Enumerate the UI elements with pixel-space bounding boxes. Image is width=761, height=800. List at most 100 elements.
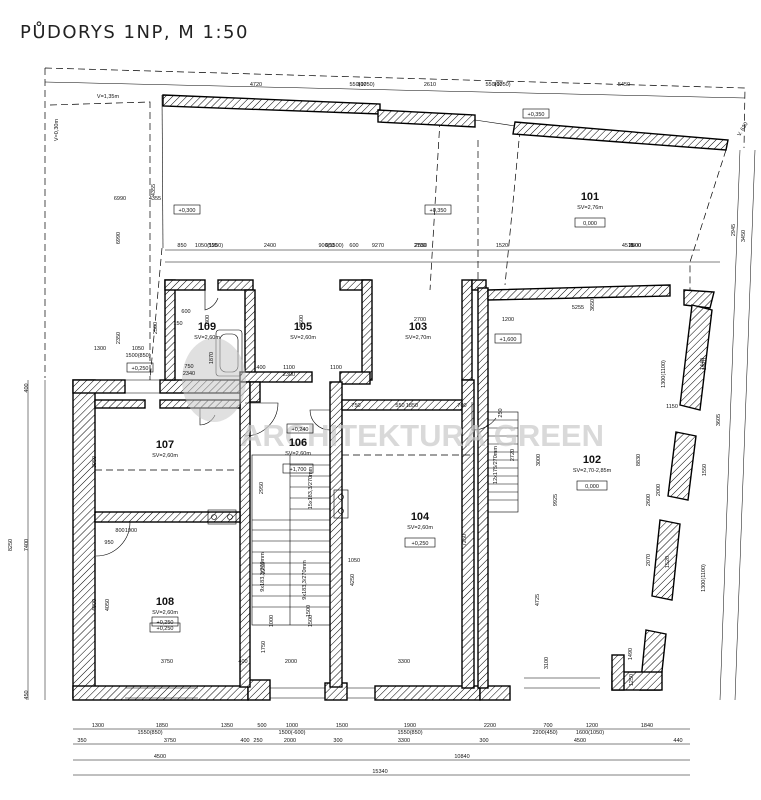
dimension-top: 550(1750)	[349, 82, 374, 88]
dimension-total: 15340	[372, 769, 387, 775]
dimension-top: 900	[493, 82, 502, 88]
dimension-mid: 850	[177, 243, 186, 249]
stair-note: 9x183,3/270mm	[302, 560, 308, 600]
dimension-top: 5450	[618, 82, 630, 88]
dimension-bottom-2: 2000	[284, 738, 296, 744]
dimension-mid: 4515	[622, 243, 634, 249]
dimension-bottom-3: 4500	[154, 754, 166, 760]
level-tag-box	[173, 204, 201, 215]
room-102-level-box	[576, 480, 608, 491]
dimension-inner: 1500	[308, 615, 314, 627]
dimension-inner: 2600	[299, 315, 305, 327]
dimension-bottom-2: 300	[479, 738, 488, 744]
room-104-number: 104	[411, 511, 430, 523]
room-105-number: 105	[294, 321, 312, 333]
dimension-left: 3950	[92, 456, 98, 468]
dimension-inner: 3000	[536, 454, 542, 466]
dimension-left: 450	[24, 690, 30, 699]
dimension-bottom-2: 3750	[164, 738, 176, 744]
dimension-mid: 900(1500)	[318, 243, 343, 249]
dimension-inner: 3605	[716, 414, 722, 426]
dimension-inner: 3100	[544, 657, 550, 669]
level-tag-box	[494, 333, 522, 344]
dimension-bottom-1: 2200	[484, 723, 496, 729]
dimension-left: 400	[24, 383, 30, 392]
level-tag-box	[126, 362, 154, 373]
room-106-height: SV=2,60m	[285, 451, 311, 457]
dimension-inner: 750	[351, 403, 360, 409]
dimension-bottom-2: 350	[77, 738, 86, 744]
room-101-number: 101	[581, 191, 599, 203]
dimension-left: 7400	[24, 539, 30, 551]
room-102-level: 0,000	[585, 484, 599, 490]
dimension-inner: 8830	[636, 454, 642, 466]
room-107-number: 107	[156, 439, 174, 451]
dimension-inner: 800	[115, 528, 124, 534]
dimension-mid: 550	[208, 243, 217, 249]
room-104-level-box	[404, 537, 436, 548]
stair-note: 15x183,3/270mm	[308, 466, 314, 509]
parapet-wall	[162, 94, 729, 151]
room-106-level: +1,700	[290, 467, 307, 473]
dimension-bottom-1-sub: 1600(1050)	[576, 730, 604, 736]
outer-walls	[72, 279, 715, 701]
room-103-number: 103	[409, 321, 427, 333]
dimension-inner: 750	[184, 364, 193, 370]
room-108-level-box	[149, 622, 181, 633]
watermark-logo	[182, 338, 246, 422]
dimension-bottom-1-sub: 1550(850)	[137, 730, 162, 736]
dimension-bottom-1: 500	[257, 723, 266, 729]
dimension-labels: +0,300+0,350+0,250+0,240+1,600+0,350+0,2…	[8, 82, 750, 775]
dimension-left: 4355	[151, 184, 157, 196]
level-tag: +0,240	[292, 427, 309, 433]
dimension-bottom-2: 300	[333, 738, 342, 744]
dimension-mid: 650	[325, 243, 334, 249]
stair-note: 12x175/270mm	[493, 446, 499, 484]
dimension-left: 4000	[92, 599, 98, 611]
dimension-lines	[27, 81, 756, 776]
note: V=1,35m	[97, 94, 120, 100]
dimension-mid: 9270	[372, 243, 384, 249]
level-tag: +0,250	[157, 620, 174, 626]
dimension-left: 4355	[149, 196, 161, 202]
level-tag: +0,250	[132, 366, 149, 372]
level-tag: +0,350	[528, 112, 545, 118]
dimension-mid: 2400	[264, 243, 276, 249]
dimension-inner: 1750	[261, 641, 267, 653]
dimension-inner: 2000	[285, 659, 297, 665]
dimension-mid: 2550	[415, 243, 427, 249]
dimension-inner: 5255	[572, 305, 584, 311]
room-102-number: 102	[583, 454, 601, 466]
dimension-inner: 1490	[628, 648, 634, 660]
dimension-inner: 400	[238, 659, 247, 665]
room-101-level-box	[574, 217, 606, 228]
dimension-inner: 4250	[350, 574, 356, 586]
dimension-inner: 4050	[105, 599, 111, 611]
dimension-bottom-1: 1900	[404, 723, 416, 729]
dimension-inner: 1150	[666, 404, 678, 410]
dimension-inner: 2945	[731, 224, 737, 236]
dimension-inner: 1850	[406, 403, 418, 409]
dimension-top: 800	[357, 82, 366, 88]
room-107-height: SV=2,60m	[152, 453, 178, 459]
dimension-inner: 2070	[646, 554, 652, 566]
dimension-inner: 1870	[209, 352, 215, 364]
level-tag-box	[424, 204, 452, 215]
dimension-bottom-1: 1200	[586, 723, 598, 729]
dimension-top: 550(1750)	[485, 82, 510, 88]
room-109-number: 109	[198, 321, 216, 333]
dimension-inner: 700	[457, 403, 466, 409]
dimension-inner: 1200	[502, 317, 514, 323]
dimension-inner: 3300	[398, 659, 410, 665]
dimension-mid: 1050(1250)	[195, 243, 223, 249]
dimension-inner: 1800	[205, 315, 211, 327]
dimension-inner: 1500	[306, 605, 312, 617]
dimension-inner: 2000	[656, 484, 662, 496]
room-106-level-box	[282, 463, 314, 474]
dimension-left: 8250	[8, 539, 14, 551]
dimension-bottom-1: 1350	[221, 723, 233, 729]
dimension-inner: 1300	[94, 346, 106, 352]
dimension-bottom-2: 440	[673, 738, 682, 744]
dimension-bottom-2: 400	[240, 738, 249, 744]
